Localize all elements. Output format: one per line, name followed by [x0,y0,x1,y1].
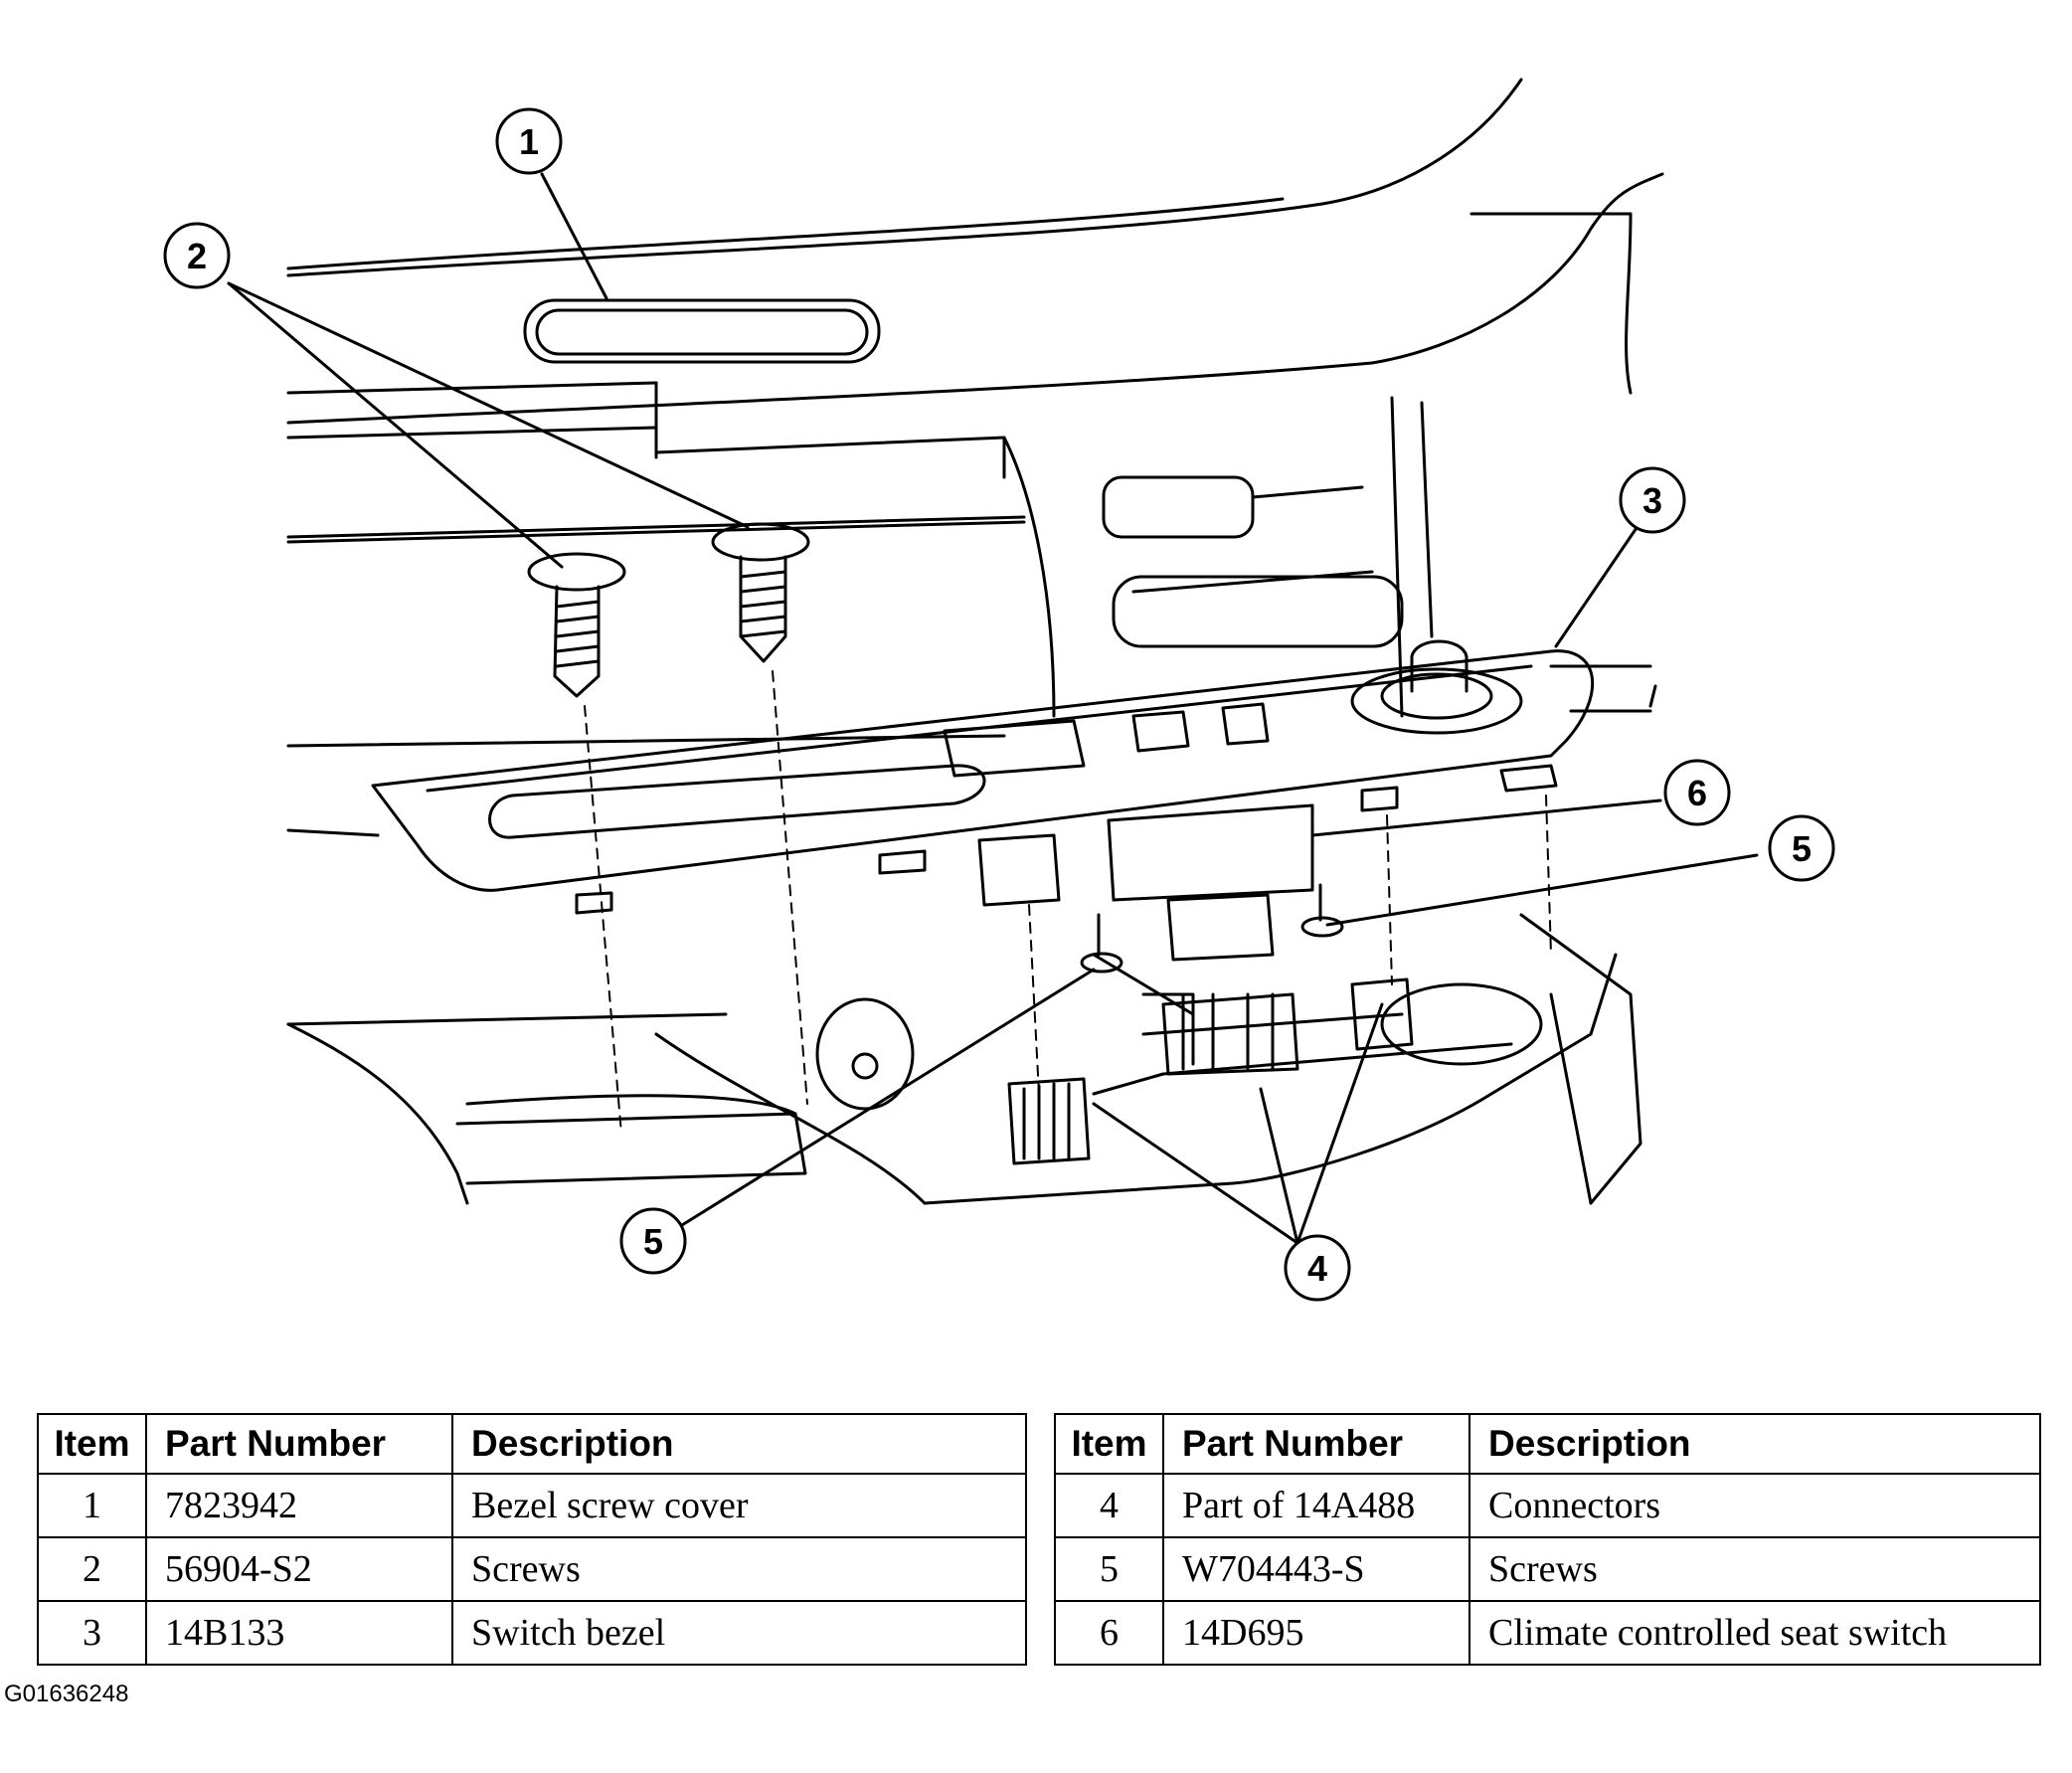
table-row: 1 7823942 Bezel screw cover [37,1473,1027,1538]
cell-item: 1 [37,1473,147,1538]
header-part-number: Part Number [145,1413,453,1475]
cell-description: Connectors [1468,1473,2041,1538]
figure-id: G01636248 [4,1681,129,1707]
cell-item: 2 [37,1536,147,1602]
cell-description: Bezel screw cover [451,1473,1027,1538]
alignment-lines [584,670,1552,1135]
cell-part-number: 14D695 [1162,1600,1470,1666]
cell-description: Screws [451,1536,1027,1602]
cell-part-number: 7823942 [145,1473,453,1538]
callout-2-label: 2 [187,236,207,276]
cell-item: 5 [1054,1536,1164,1602]
cell-part-number: W704443-S [1162,1536,1470,1602]
callout-1-label: 1 [519,121,539,162]
header-description: Description [1468,1413,2041,1475]
parts-table-right: Item Part Number Description 4 Part of 1… [1054,1413,2041,1666]
cell-item: 3 [37,1600,147,1666]
header-item: Item [1054,1413,1164,1475]
leader-lines [227,172,1759,1245]
callout-6: 6 [1663,759,1731,826]
bezel-screw-cover [523,298,881,364]
callout-5-left: 5 [619,1207,687,1275]
callout-2: 2 [163,222,231,289]
upper-pockets [1102,475,1404,648]
callout-1: 1 [495,107,563,175]
armrest-base [286,953,1618,1205]
cell-description: Climate controlled seat switch [1468,1600,2041,1666]
door-panel-outline [286,78,1664,1205]
callout-5-right-label: 5 [1792,828,1812,869]
cell-part-number: Part of 14A488 [1162,1473,1470,1538]
table-row: 3 14B133 Switch bezel [37,1600,1027,1666]
callout-5-right: 5 [1768,814,1835,882]
callout-3-label: 3 [1642,480,1662,521]
callout-4: 4 [1284,1234,1351,1302]
parts-table-left: Item Part Number Description 1 7823942 B… [37,1413,1027,1666]
switch-bezel [371,639,1595,915]
table-row: 4 Part of 14A488 Connectors [1054,1473,2041,1538]
callout-3: 3 [1619,466,1686,534]
callout-5-left-label: 5 [643,1221,663,1262]
screw-left [527,552,626,698]
small-screw-right [1300,883,1344,938]
cell-item: 6 [1054,1600,1164,1666]
callout-4-label: 4 [1307,1248,1327,1289]
table-header-row: Item Part Number Description [1054,1413,2041,1475]
header-part-number: Part Number [1162,1413,1470,1475]
header-description: Description [451,1413,1027,1475]
cell-part-number: 14B133 [145,1600,453,1666]
table-header-row: Item Part Number Description [37,1413,1027,1475]
table-row: 2 56904-S2 Screws [37,1536,1027,1602]
small-screw-left [1080,913,1123,974]
callout-6-label: 6 [1687,773,1707,813]
cell-description: Switch bezel [451,1600,1027,1666]
table-row: 5 W704443-S Screws [1054,1536,2041,1602]
cell-item: 4 [1054,1473,1164,1538]
header-item: Item [37,1413,147,1475]
cell-description: Screws [1468,1536,2041,1602]
cell-part-number: 56904-S2 [145,1536,453,1602]
seat-switch [977,803,1314,962]
table-row: 6 14D695 Climate controlled seat switch [1054,1600,2041,1666]
screw-right [711,522,810,663]
exploded-view-diagram: 1 2 3 6 5 5 4 [163,78,1835,1302]
